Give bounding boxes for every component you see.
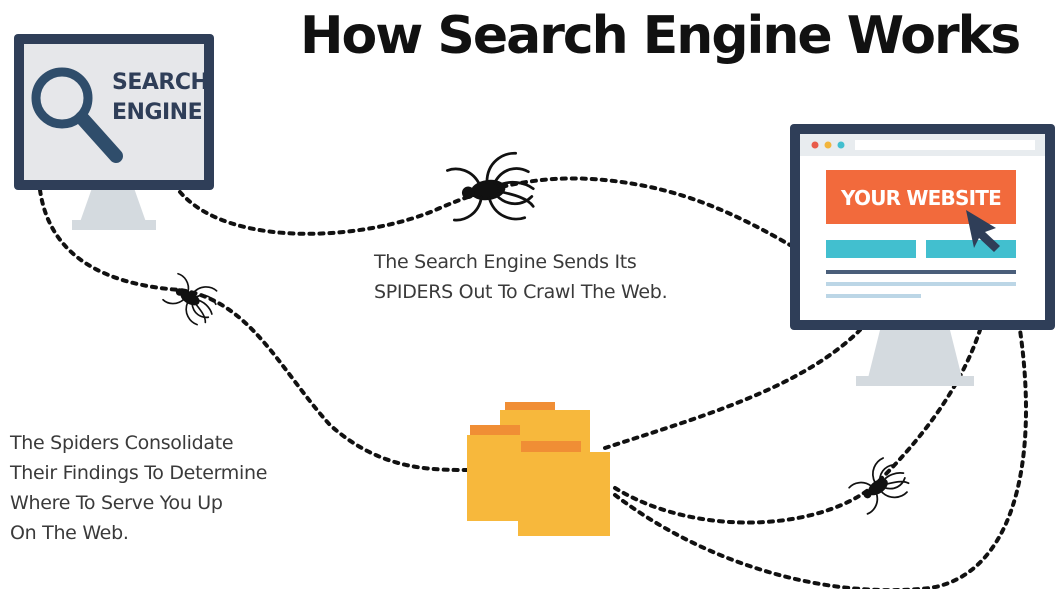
website-monitor: YOUR WEBSITE — [790, 124, 1055, 386]
folder-front — [518, 452, 610, 536]
text-line-1 — [826, 270, 1016, 274]
search-label-line2: ENGINE — [112, 100, 202, 125]
caption-line: On The Web. — [10, 522, 129, 544]
caption-line: The Search Engine Sends Its — [374, 251, 637, 273]
cursor-arrow-icon — [966, 210, 1000, 252]
spider-icon — [444, 149, 539, 230]
browser-url-bar — [855, 140, 1035, 150]
caption-line: The Spiders Consolidate — [10, 432, 234, 454]
browser-dot-red — [811, 141, 819, 149]
folder-front-tab — [521, 441, 581, 454]
caption-line: Their Findings To Determine — [10, 462, 268, 484]
path-folders-to-website — [603, 328, 862, 450]
your-website-label: YOUR WEBSITE — [840, 186, 1001, 210]
caption-spiders-sent: The Search Engine Sends Its SPIDERS Out … — [374, 247, 668, 307]
spider-icon — [845, 452, 915, 519]
caption-line: SPIDERS Out To Crawl The Web. — [374, 281, 668, 303]
browser-dot-teal — [837, 141, 845, 149]
content-bar-left — [826, 240, 916, 258]
search-engine-monitor: SEARCH ENGINE — [14, 34, 214, 230]
browser-dot-yellow — [824, 141, 832, 149]
monitor-stand-base — [856, 376, 974, 386]
caption-line: Where To Serve You Up — [10, 492, 223, 514]
path-folders-to-right-edge — [613, 328, 1028, 589]
path-search-to-folders — [38, 188, 470, 472]
monitor-screen — [800, 134, 1045, 320]
page-title: How Search Engine Works — [300, 6, 1021, 66]
your-website-button — [826, 170, 1016, 224]
monitor-stand-base — [72, 220, 156, 230]
search-label-line1: SEARCH — [112, 70, 208, 95]
folders-icon — [467, 402, 610, 536]
monitor-stand — [868, 330, 962, 378]
content-bar-right — [926, 240, 1016, 258]
caption-spiders-consolidate: The Spiders Consolidate Their Findings T… — [10, 428, 267, 548]
text-line-2 — [826, 282, 1016, 286]
magnifier-icon — [31, 67, 123, 163]
folder-left-tab — [470, 425, 520, 437]
monitor-stand — [80, 188, 146, 222]
text-line-3 — [826, 294, 921, 298]
